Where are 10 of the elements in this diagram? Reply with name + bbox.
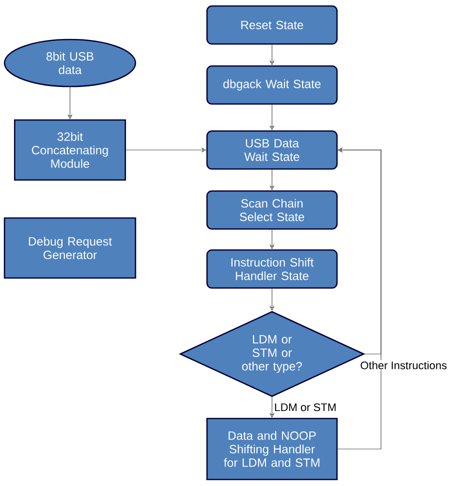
state-box: USB Data Wait State xyxy=(206,130,338,170)
edge-label: Other Instructions xyxy=(359,360,448,370)
edge-label: LDM or STM xyxy=(273,402,338,412)
state-box: Instruction Shift Handler State xyxy=(206,249,338,289)
state-box: Scan Chain Select State xyxy=(206,190,338,230)
state-box: Reset State xyxy=(206,5,338,45)
state-box: dbgack Wait State xyxy=(206,65,338,105)
process-box: Data and NOOP Shifting Handler for LDM and STM xyxy=(206,418,338,480)
process-box: 32bit Concatenating Module xyxy=(14,119,126,181)
process-box: Debug Request Generator xyxy=(4,217,136,279)
